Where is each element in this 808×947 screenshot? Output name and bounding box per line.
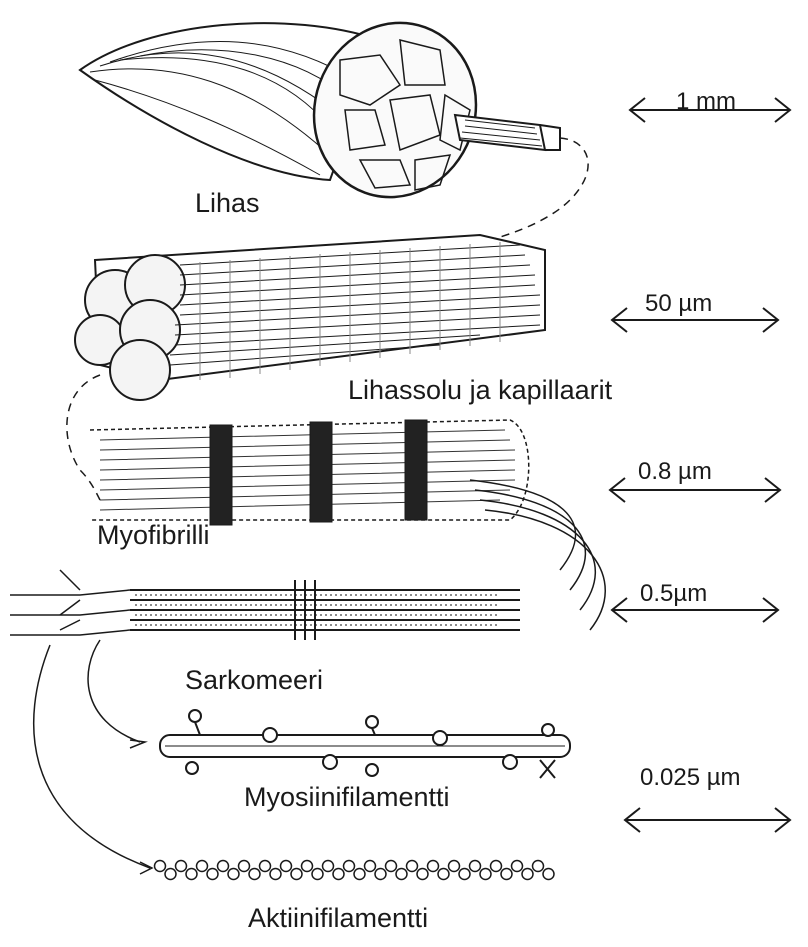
actin-bead — [543, 869, 554, 880]
actin-bead — [428, 861, 439, 872]
actin-bead — [165, 869, 176, 880]
scale-label-muscle: 1 mm — [676, 88, 736, 116]
actin-bead — [249, 869, 260, 880]
actin-bead — [365, 861, 376, 872]
actin-bead — [155, 861, 166, 872]
actin-bead — [354, 869, 365, 880]
actin-bead — [218, 861, 229, 872]
label-myofibril: Myofibrilli — [97, 520, 210, 551]
actin-bead — [417, 869, 428, 880]
label-muscle: Lihas — [195, 188, 260, 219]
actin-bead — [197, 861, 208, 872]
fiber-drawing — [67, 235, 545, 500]
actin-bead — [323, 861, 334, 872]
actin-bead — [501, 869, 512, 880]
scale-label-fiber: 50 µm — [645, 290, 712, 318]
actin-bead — [302, 861, 313, 872]
actin-bead — [533, 861, 544, 872]
actin-bead — [407, 861, 418, 872]
label-fiber: Lihassolu ja kapillaarit — [348, 375, 612, 406]
scale-label-sarcomere: 0.5µm — [640, 580, 707, 608]
actin-bead — [459, 869, 470, 880]
actin-bead — [239, 861, 250, 872]
scale-arrow-filament — [625, 808, 790, 832]
actin-bead — [186, 869, 197, 880]
scale-label-filament: 0.025 µm — [640, 764, 741, 792]
label-myosin: Myosiinifilamentti — [244, 782, 450, 813]
myosin-filament-drawing — [160, 710, 570, 778]
actin-bead — [470, 861, 481, 872]
actin-bead — [281, 861, 292, 872]
actin-bead — [176, 861, 187, 872]
actin-bead — [480, 869, 491, 880]
label-sarcomere: Sarkomeeri — [185, 665, 323, 696]
muscle-drawing — [80, 0, 588, 250]
actin-bead — [512, 861, 523, 872]
actin-bead — [396, 869, 407, 880]
actin-bead — [449, 861, 460, 872]
actin-filament-drawing — [155, 861, 555, 880]
actin-bead — [260, 861, 271, 872]
actin-bead — [312, 869, 323, 880]
actin-bead — [270, 869, 281, 880]
actin-bead — [375, 869, 386, 880]
actin-bead — [291, 869, 302, 880]
actin-bead — [333, 869, 344, 880]
actin-bead — [438, 869, 449, 880]
actin-bead — [522, 869, 533, 880]
actin-bead — [491, 861, 502, 872]
scale-label-myofibril: 0.8 µm — [638, 458, 712, 486]
label-actin: Aktiinifilamentti — [248, 903, 428, 934]
actin-bead — [344, 861, 355, 872]
sarcomere-drawing — [10, 570, 520, 874]
actin-bead — [386, 861, 397, 872]
actin-bead — [228, 869, 239, 880]
actin-bead — [207, 869, 218, 880]
